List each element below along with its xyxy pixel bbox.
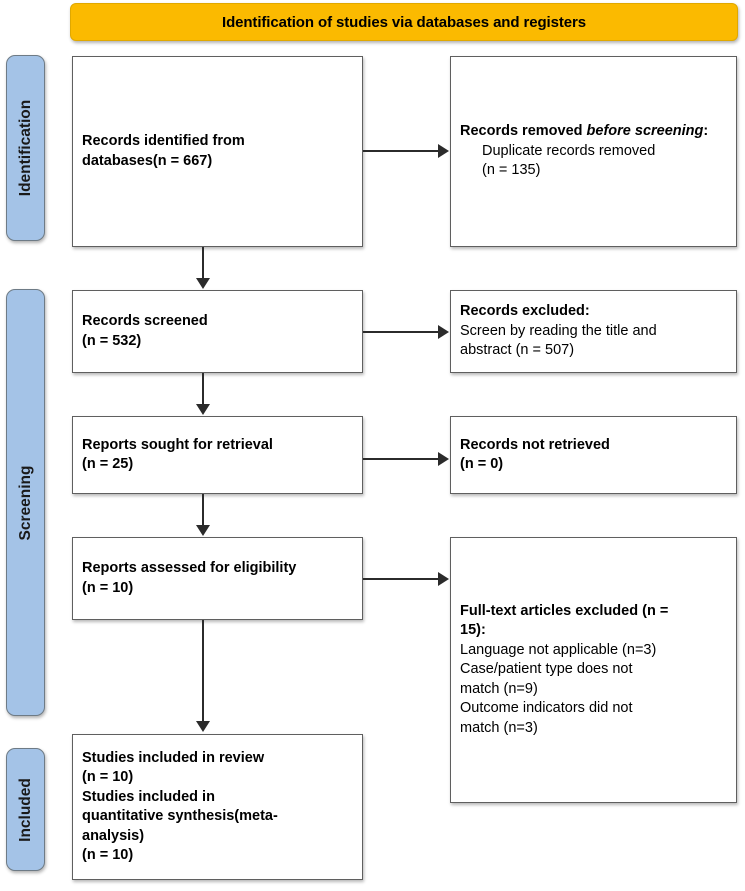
studies-included-line-3: Studies included in <box>82 788 215 805</box>
records-not-retrieved-line-1: Records not retrieved <box>460 436 610 453</box>
records-removed-heading: Records removed before screening: <box>460 122 727 142</box>
connector-assessed-to-included-line <box>202 620 204 722</box>
fulltext-excluded-detail-4: Outcome indicators did not <box>460 700 633 717</box>
connector-screened-to-sought-line <box>202 373 204 405</box>
connector-assessed-to-fulltext-line <box>363 578 439 580</box>
records-excluded-heading: Records excluded: <box>460 303 590 320</box>
reports-sought-line-1: Reports sought for retrieval <box>82 436 273 453</box>
reports-assessed-line-2: (n = 10) <box>82 579 134 596</box>
fulltext-excluded-detail-3: match (n=9) <box>460 680 538 697</box>
connector-identified-to-screened-arrow <box>196 278 210 289</box>
records-screened-line-2: (n = 532) <box>82 332 142 349</box>
studies-included-line-5: analysis) <box>82 827 145 844</box>
connector-sought-to-not-retrieved-arrow <box>438 452 449 466</box>
reports-sought-line-2: (n = 25) <box>82 456 134 472</box>
connector-sought-to-not-retrieved-line <box>363 458 439 460</box>
stage-label-included: Included <box>16 777 34 842</box>
box-reports-sought: Reports sought for retrieval (n = 25) <box>72 416 363 494</box>
fulltext-excluded-detail-1: Language not applicable (n=3) <box>460 641 657 658</box>
connector-assessed-to-fulltext-arrow <box>438 572 449 586</box>
banner-label: Identification of studies via databases … <box>222 13 586 31</box>
box-records-identified: Records identified from databases(n = 66… <box>72 56 363 247</box>
records-excluded-detail-2: abstract (n = 507) <box>460 342 575 359</box>
records-identified-line-2: databases(n = 667) <box>82 152 213 169</box>
box-records-screened: Records screened (n = 532) <box>72 290 363 373</box>
box-records-excluded: Records excluded: Screen by reading the … <box>450 290 737 373</box>
studies-included-line-1: Studies included in review <box>82 749 265 766</box>
connector-identified-to-removed-line <box>363 150 439 152</box>
box-studies-included: Studies included in review (n = 10) Stud… <box>72 734 363 880</box>
studies-included-line-4: quantitative synthesis(meta- <box>82 808 278 824</box>
box-reports-assessed: Reports assessed for eligibility (n = 10… <box>72 537 363 620</box>
stage-bar-identification: Identification <box>6 55 45 241</box>
records-removed-heading-italic: before screening <box>586 123 704 140</box>
connector-screened-to-excluded-arrow <box>438 325 449 339</box>
records-not-retrieved-line-2: (n = 0) <box>460 456 504 472</box>
records-removed-heading-colon: : <box>703 123 709 140</box>
box-fulltext-articles-excluded: Full-text articles excluded (n = 15): La… <box>450 537 737 803</box>
reports-assessed-line-1: Reports assessed for eligibility <box>82 560 297 576</box>
records-removed-detail-2: (n = 135) <box>482 162 541 179</box>
records-removed-heading-plain: Records removed <box>460 123 587 140</box>
connector-sought-to-assessed-arrow <box>196 525 210 536</box>
stage-bar-included: Included <box>6 748 45 871</box>
connector-screened-to-sought-arrow <box>196 404 210 415</box>
fulltext-excluded-heading-1: Full-text articles excluded (n = <box>460 602 669 619</box>
studies-included-line-6: (n = 10) <box>82 847 134 863</box>
stage-label-screening: Screening <box>16 465 34 540</box>
box-records-removed-before-screening: Records removed before screening: Duplic… <box>450 56 737 247</box>
studies-included-line-2: (n = 10) <box>82 769 134 785</box>
diagram-banner-title: Identification of studies via databases … <box>70 3 738 41</box>
records-removed-detail-1: Duplicate records removed <box>482 142 656 159</box>
fulltext-excluded-detail-5: match (n=3) <box>460 719 538 736</box>
stage-label-identification: Identification <box>16 99 34 197</box>
fulltext-excluded-detail-2: Case/patient type does not <box>460 661 633 678</box>
stage-bar-screening: Screening <box>6 289 45 716</box>
records-excluded-detail-1: Screen by reading the title and <box>460 322 657 339</box>
connector-sought-to-assessed-line <box>202 494 204 526</box>
connector-identified-to-removed-arrow <box>438 144 449 158</box>
connector-screened-to-excluded-line <box>363 331 439 333</box>
fulltext-excluded-heading-2: 15): <box>460 622 486 639</box>
records-screened-line-1: Records screened <box>82 313 208 329</box>
box-records-not-retrieved: Records not retrieved (n = 0) <box>450 416 737 494</box>
records-identified-line-1: Records identified from <box>82 133 245 149</box>
connector-assessed-to-included-arrow <box>196 721 210 732</box>
connector-identified-to-screened-line <box>202 247 204 279</box>
